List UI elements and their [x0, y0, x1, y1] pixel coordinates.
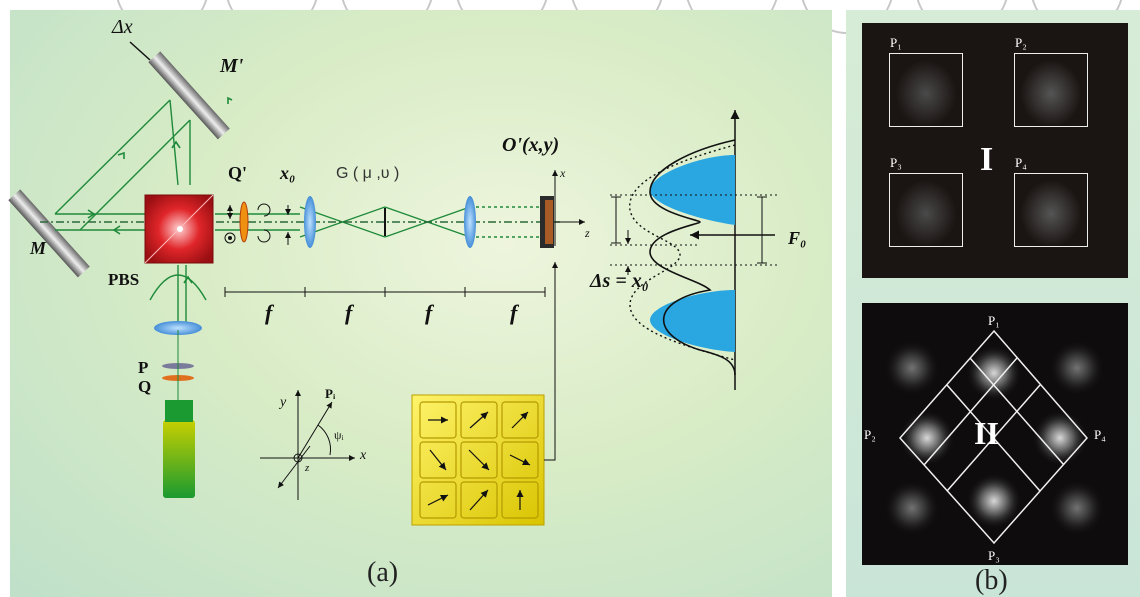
label-p2-top: P₂ — [1015, 35, 1027, 50]
label-p: P — [138, 358, 149, 377]
label-mirror-m-prime: M' — [220, 55, 244, 77]
lens-1 — [304, 196, 316, 248]
label-pbs: PBS — [108, 270, 140, 289]
box-p3 — [889, 173, 963, 247]
pbs-cube — [144, 194, 214, 264]
label-coord-x: x — [360, 448, 367, 463]
grid-to-plane-arrow — [544, 262, 558, 461]
label-f4: f — [510, 300, 518, 325]
label-p1-bottom: P₁ — [988, 313, 1000, 328]
label-o-prime: O'(x,y) — [502, 134, 560, 156]
label-z-axis: z — [585, 226, 590, 240]
label-p2-bottom: P₂ — [864, 427, 876, 442]
waveplate-q-prime — [239, 201, 249, 243]
intensity-profile — [610, 110, 780, 390]
beam-paths — [40, 99, 560, 325]
label-p3-top: P₃ — [890, 155, 902, 170]
image-i: P₁ P₂ P₃ P₄ I — [862, 23, 1128, 278]
roman-i: I — [980, 141, 994, 178]
label-q: Q — [138, 377, 152, 396]
delta-x-marker — [129, 41, 151, 61]
beam-direction-arrows — [87, 96, 233, 284]
label-p4-bottom: P₄ — [1094, 427, 1106, 442]
caption-b: (b) — [975, 565, 1008, 596]
caption-a: (a) — [367, 557, 399, 588]
roman-ii: II — [974, 415, 999, 451]
label-x0: x₀ — [280, 163, 296, 183]
label-p1-top: P₁ — [890, 35, 902, 50]
label-coord-pi: Pᵢ — [325, 386, 336, 401]
collimating-lens — [154, 321, 202, 335]
coordinate-axes — [260, 390, 355, 500]
diamond-grid — [884, 329, 1105, 545]
image-ii: P₁ P₂ P₄ P₃ II — [862, 303, 1128, 565]
box-p4 — [1014, 173, 1088, 247]
label-f0: F₀ — [788, 228, 807, 248]
label-coord-y: y — [280, 395, 287, 410]
label-f2: f — [345, 300, 353, 325]
label-x-axis: x — [560, 166, 566, 180]
label-coord-z: z — [305, 462, 310, 474]
polarization-symbols — [224, 203, 271, 244]
label-q-prime: Q' — [228, 163, 248, 183]
label-p4-top: P₄ — [1015, 155, 1027, 170]
mirror-m-prime — [148, 51, 230, 140]
label-g-function: G ( μ ,υ ) — [336, 165, 400, 182]
box-p1 — [889, 53, 963, 127]
polarization-grid — [411, 394, 545, 526]
label-coord-psi: ψᵢ — [334, 428, 344, 442]
label-p3-bottom: P₃ — [988, 548, 1000, 563]
label-f3: f — [425, 300, 433, 325]
label-delta-x: Δx — [112, 16, 133, 38]
mirror-m — [8, 189, 90, 278]
box-p2 — [1014, 53, 1088, 127]
focal-length-scale — [224, 287, 546, 297]
label-delta-s: Δs = x₀ — [590, 270, 649, 292]
label-f1: f — [265, 300, 273, 325]
output-plane-device — [540, 170, 585, 248]
lens-2 — [464, 196, 476, 248]
laser-source — [163, 400, 195, 498]
label-mirror-m: M — [30, 238, 47, 258]
